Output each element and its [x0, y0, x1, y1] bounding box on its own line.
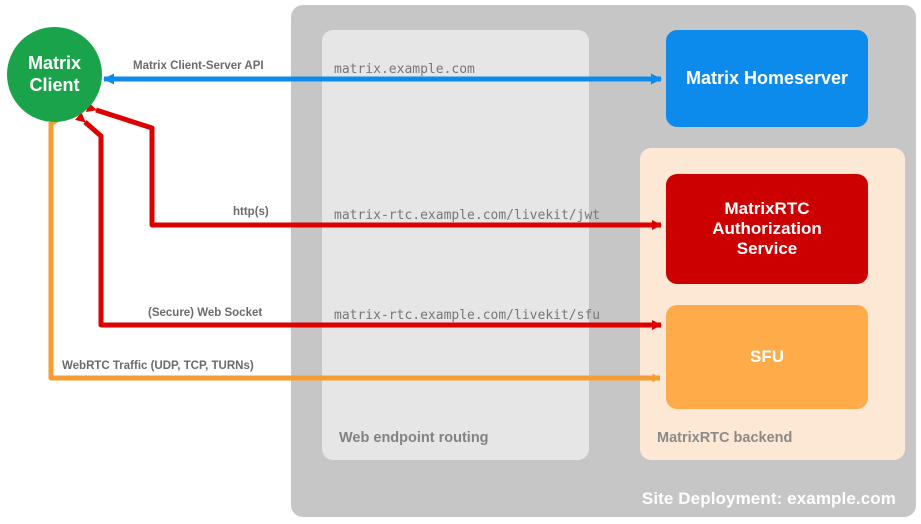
edge-label-webrtc-traffic: WebRTC Traffic (UDP, TCP, TURNs): [62, 360, 254, 372]
node-sfu-label: SFU: [750, 346, 784, 366]
edge-label-web-socket: (Secure) Web Socket: [148, 307, 263, 319]
node-auth-label-line1: MatrixRTC: [724, 198, 810, 218]
node-matrixrtc-authorization-service[interactable]: MatrixRTC Authorization Service: [666, 174, 868, 284]
route-label-sfu-host: matrix-rtc.example.com/livekit/sfu: [334, 308, 601, 323]
edge-label-http: http(s): [233, 206, 269, 218]
node-matrix-homeserver-label: Matrix Homeserver: [685, 67, 849, 88]
route-label-jwt-host: matrix-rtc.example.com/livekit/jwt: [334, 208, 601, 223]
node-matrix-client[interactable]: Matrix Client: [7, 27, 102, 122]
route-label-matrix-host: matrix.example.com: [334, 62, 475, 77]
node-auth-label-line3: Service: [736, 239, 798, 259]
node-auth-label-line2: Authorization: [712, 218, 822, 238]
node-client-label-line2: Client: [29, 74, 80, 95]
node-matrix-homeserver[interactable]: Matrix Homeserver: [666, 30, 868, 127]
site-deployment-label: Site Deployment: example.com: [641, 489, 896, 508]
edge-label-client-server-api: Matrix Client-Server API: [133, 60, 264, 72]
web-endpoint-routing-label: Web endpoint routing: [339, 430, 489, 446]
node-sfu[interactable]: SFU: [666, 305, 868, 409]
matrixrtc-backend-label: MatrixRTC backend: [657, 430, 793, 446]
node-client-label-line1: Matrix: [27, 53, 81, 74]
webrtc-edge-path: [48, 117, 660, 383]
